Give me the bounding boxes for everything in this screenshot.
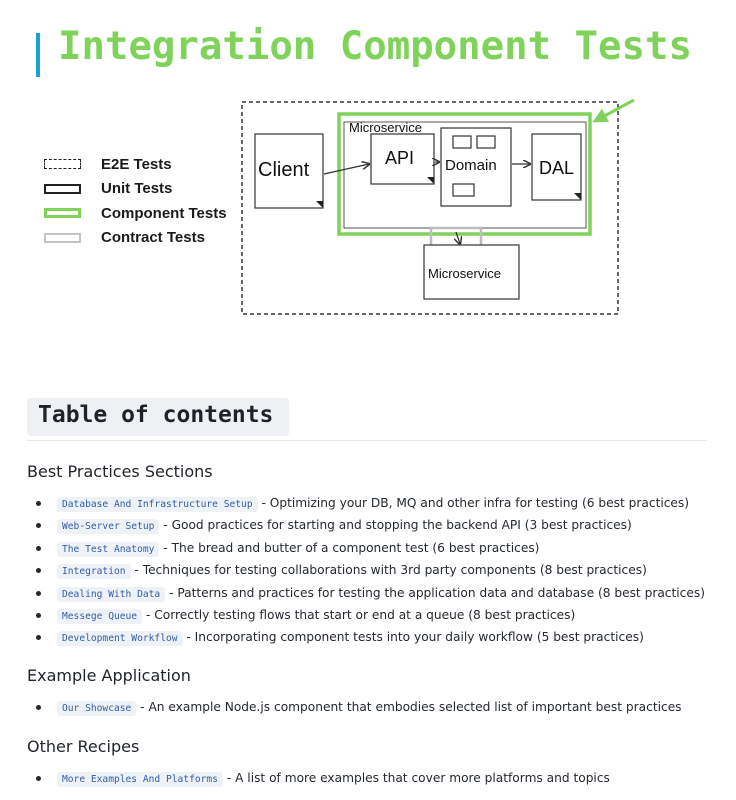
item-description: - Optimizing your DB, MQ and other infra… <box>257 496 690 510</box>
legend-swatch-green <box>44 208 81 219</box>
list-item: The Test Anatomy - The bread and butter … <box>36 537 705 559</box>
legend-swatch-dashed <box>44 159 81 170</box>
item-description: - Techniques for testing collaborations … <box>130 563 647 578</box>
list-item: More Examples And Platforms - A list of … <box>36 767 610 789</box>
green-pointer-arrow <box>592 98 635 123</box>
toc-link[interactable]: Messege Queue <box>57 608 143 624</box>
toc-link[interactable]: Database And Infrastructure Setup <box>57 497 258 512</box>
item-description: - A list of more examples that cover mor… <box>222 771 610 785</box>
toc-link[interactable]: Dealing With Data <box>57 586 166 602</box>
domain-label: Domain <box>445 157 497 174</box>
architecture-diagram: Microservice Client API Domain DAL Micro… <box>241 98 635 315</box>
api-label: API <box>385 148 414 168</box>
toc-heading-box: Table of contents <box>27 398 289 436</box>
list-item: Web-Server Setup - Good practices for st… <box>36 514 705 536</box>
legend-label: Unit Tests <box>101 180 173 198</box>
diagram-legend: E2E Tests Unit Tests Component Tests Con… <box>44 152 227 250</box>
item-description: - Correctly testing flows that start or … <box>142 607 576 622</box>
title-accent-bar <box>36 33 40 77</box>
list-item: Development Workflow - Incorporating com… <box>36 626 705 648</box>
item-description: - Patterns and practices for testing the… <box>165 585 705 600</box>
toc-link[interactable]: Integration <box>57 564 131 580</box>
component-boundary <box>337 112 592 236</box>
page-title: Integration Component Tests <box>58 24 692 69</box>
example-application-list: Our Showcase - An example Node.js compon… <box>36 696 682 718</box>
list-item: Dealing With Data - Patterns and practic… <box>36 582 705 604</box>
legend-label: E2E Tests <box>101 155 172 173</box>
other-recipes-list: More Examples And Platforms - A list of … <box>36 767 610 789</box>
toc-link[interactable]: Our Showcase <box>57 701 137 716</box>
toc-link[interactable]: The Test Anatomy <box>57 541 160 557</box>
legend-item-unit: Unit Tests <box>44 177 227 202</box>
list-item: Our Showcase - An example Node.js compon… <box>36 696 682 718</box>
dal-box <box>531 133 582 201</box>
dal-label: DAL <box>539 158 574 178</box>
heading-divider <box>27 440 707 441</box>
client-box <box>254 133 324 209</box>
section-heading-best-practices: Best Practices Sections <box>27 462 213 481</box>
legend-label: Component Tests <box>101 204 227 222</box>
legend-swatch-solid <box>44 183 81 194</box>
api-box <box>370 133 435 185</box>
toc-link[interactable]: More Examples And Platforms <box>57 772 223 787</box>
item-description: - An example Node.js component that embo… <box>136 700 682 714</box>
client-label: Client <box>258 159 310 181</box>
external-microservice-box <box>423 244 520 300</box>
list-item: Database And Infrastructure Setup - Opti… <box>36 492 705 514</box>
item-description: - The bread and butter of a component te… <box>159 540 540 555</box>
legend-item-e2e: E2E Tests <box>44 152 227 177</box>
best-practices-list: Database And Infrastructure Setup - Opti… <box>36 492 705 649</box>
microservice-label: Microservice <box>349 120 422 135</box>
arrow-to-external <box>456 231 460 244</box>
legend-item-contract: Contract Tests <box>44 226 227 251</box>
toc-link[interactable]: Development Workflow <box>57 631 183 647</box>
external-microservice-label: Microservice <box>428 266 501 281</box>
legend-swatch-gray <box>44 232 81 243</box>
item-description: - Incorporating component tests into you… <box>182 630 644 645</box>
legend-item-component: Component Tests <box>44 201 227 226</box>
toc-link[interactable]: Web-Server Setup <box>57 519 160 535</box>
section-heading-example-application: Example Application <box>27 666 191 685</box>
section-heading-other-recipes: Other Recipes <box>27 737 140 756</box>
item-description: - Good practices for starting and stoppi… <box>159 518 632 533</box>
toc-title: Table of contents <box>38 402 274 428</box>
legend-label: Contract Tests <box>101 229 205 247</box>
list-item: Messege Queue - Correctly testing flows … <box>36 604 705 626</box>
list-item: Integration - Techniques for testing col… <box>36 559 705 581</box>
arrow-client-api <box>323 164 369 175</box>
